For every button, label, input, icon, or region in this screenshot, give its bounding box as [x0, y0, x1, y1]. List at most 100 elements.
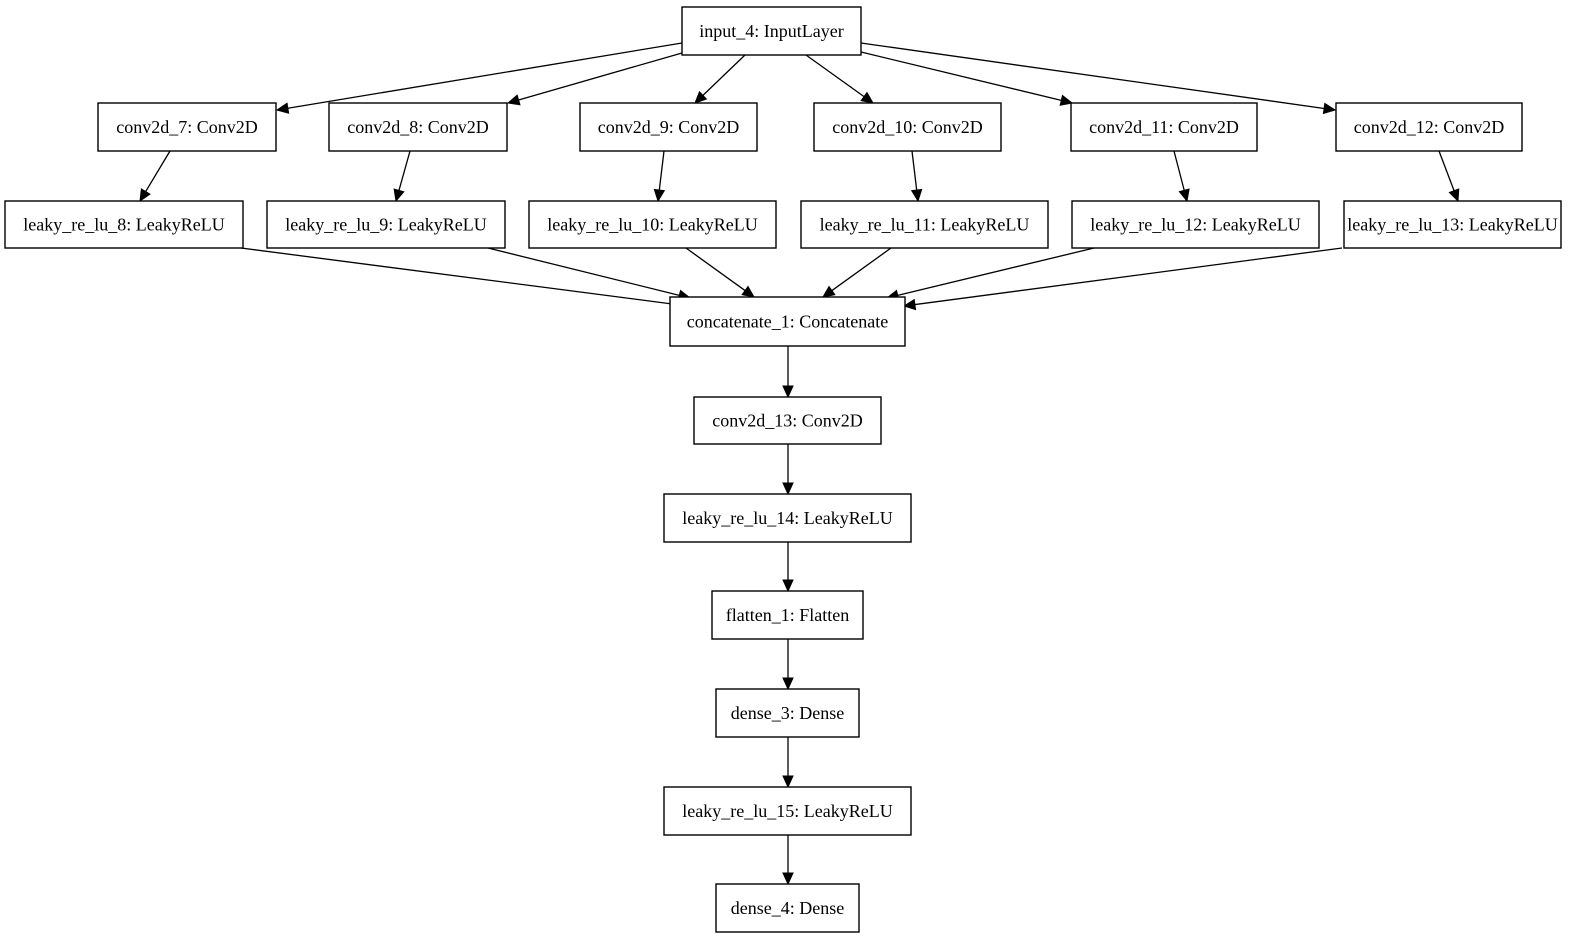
arrowhead	[860, 91, 874, 104]
node-box	[579, 102, 758, 152]
node-box	[4, 200, 244, 249]
node-label: conv2d_11: Conv2D	[1089, 117, 1239, 137]
edge-line	[685, 247, 746, 292]
node-box	[711, 590, 864, 640]
node-conv2d-7: conv2d_7: Conv2D	[97, 102, 277, 152]
node-box	[266, 200, 506, 249]
node-label: leaky_re_lu_11: LeakyReLU	[820, 215, 1030, 235]
edge-line	[398, 150, 411, 191]
arrowhead	[902, 298, 917, 311]
node-label: leaky_re_lu_9: LeakyReLU	[285, 215, 486, 235]
node-box	[1070, 102, 1258, 152]
arrowhead	[1322, 102, 1337, 115]
node-label: conv2d_12: Conv2D	[1354, 117, 1505, 137]
arrowhead	[782, 385, 794, 399]
edge-leaky_re_lu_10-to-concatenate_1	[685, 247, 755, 298]
arrowhead	[741, 285, 755, 298]
edge-line	[287, 42, 683, 109]
arrowhead	[275, 102, 290, 114]
node-box	[97, 102, 277, 152]
edge-conv2d_9-to-leaky_re_lu_10	[653, 150, 666, 203]
node-leaky-re-lu-11: leaky_re_lu_11: LeakyReLU	[800, 200, 1049, 249]
edge-dense_3-to-leaky_re_lu_15	[782, 737, 794, 789]
node-leaky-re-lu-10: leaky_re_lu_10: LeakyReLU	[528, 200, 777, 249]
node-conv2d-8: conv2d_8: Conv2D	[328, 102, 508, 152]
arrowhead	[1448, 188, 1460, 203]
arrowhead	[782, 872, 794, 886]
edge-line	[487, 247, 680, 296]
arrowhead	[393, 188, 405, 203]
node-label: dense_3: Dense	[731, 703, 844, 723]
edge-concatenate_1-to-conv2d_13	[782, 346, 794, 399]
node-box	[328, 102, 508, 152]
edge-leaky_re_lu_15-to-dense_4	[782, 835, 794, 886]
edge-leaky_re_lu_14-to-flatten_1	[782, 542, 794, 593]
node-conv2d-9: conv2d_9: Conv2D	[579, 102, 758, 152]
arrowhead	[653, 188, 666, 203]
node-label: conv2d_10: Conv2D	[832, 117, 983, 137]
edge-input_4-to-conv2d_11	[860, 51, 1074, 106]
node-box	[693, 396, 882, 445]
node-label: leaky_re_lu_13: LeakyReLU	[1347, 215, 1557, 235]
node-box	[528, 200, 777, 249]
node-label: leaky_re_lu_14: LeakyReLU	[682, 508, 892, 528]
node-box	[663, 786, 912, 836]
edge-conv2d_8-to-leaky_re_lu_9	[393, 150, 411, 203]
node-box	[1071, 200, 1320, 249]
node-conv2d-10: conv2d_10: Conv2D	[813, 102, 1002, 152]
edge-flatten_1-to-dense_3	[782, 639, 794, 691]
node-conv2d-11: conv2d_11: Conv2D	[1070, 102, 1258, 152]
node-box	[1343, 200, 1562, 249]
node-label: conv2d_9: Conv2D	[598, 117, 740, 137]
edge-line	[518, 52, 683, 101]
node-conv2d-13: conv2d_13: Conv2D	[693, 396, 882, 445]
node-label: input_4: InputLayer	[699, 21, 843, 41]
node-input-4: input_4: InputLayer	[681, 6, 862, 56]
node-conv2d-12: conv2d_12: Conv2D	[1335, 102, 1523, 152]
edge-input_4-to-conv2d_8	[506, 52, 683, 106]
edge-input_4-to-conv2d_7	[275, 42, 683, 114]
arrowhead	[782, 482, 794, 496]
edge-line	[860, 42, 1325, 110]
edges-layer	[139, 42, 1460, 886]
node-leaky-re-lu-15: leaky_re_lu_15: LeakyReLU	[663, 786, 912, 836]
node-leaky-re-lu-8: leaky_re_lu_8: LeakyReLU	[4, 200, 244, 249]
node-label: conv2d_8: Conv2D	[347, 117, 489, 137]
node-label: dense_4: Dense	[731, 898, 844, 918]
node-flatten-1: flatten_1: Flatten	[711, 590, 864, 640]
edge-line	[658, 150, 665, 191]
edge-leaky_re_lu_11-to-concatenate_1	[822, 247, 892, 298]
node-box	[681, 6, 862, 56]
node-dense-3: dense_3: Dense	[715, 688, 860, 738]
edge-conv2d_13-to-leaky_re_lu_14	[782, 444, 794, 496]
edge-line	[805, 54, 865, 98]
node-label: flatten_1: Flatten	[726, 605, 849, 625]
arrowhead	[1059, 94, 1074, 106]
edge-line	[702, 54, 746, 96]
edge-input_4-to-conv2d_12	[860, 42, 1337, 115]
arrowhead	[1178, 188, 1190, 203]
edge-leaky_re_lu_12-to-concatenate_1	[885, 247, 1095, 301]
edge-leaky_re_lu_8-to-concatenate_1	[240, 247, 690, 311]
edge-line	[1173, 150, 1185, 191]
edge-line	[1438, 150, 1455, 191]
edge-conv2d_11-to-leaky_re_lu_12	[1173, 150, 1190, 203]
node-box	[1335, 102, 1523, 152]
edge-leaky_re_lu_9-to-concatenate_1	[487, 247, 692, 301]
node-label: concatenate_1: Concatenate	[687, 312, 888, 332]
node-box	[800, 200, 1049, 249]
arrowhead	[506, 94, 521, 106]
edge-input_4-to-conv2d_10	[805, 54, 874, 104]
arrowhead	[139, 188, 151, 203]
edge-line	[897, 247, 1095, 297]
edge-conv2d_10-to-leaky_re_lu_11	[910, 150, 923, 203]
arrowhead	[782, 775, 794, 789]
arrowhead	[910, 188, 923, 203]
nodes-layer: input_4: InputLayer conv2d_7: Conv2D conv2…	[4, 6, 1562, 933]
edge-line	[240, 247, 678, 306]
arrowhead	[822, 285, 836, 298]
edge-line	[914, 247, 1343, 306]
node-leaky-re-lu-12: leaky_re_lu_12: LeakyReLU	[1071, 200, 1320, 249]
node-dense-4: dense_4: Dense	[715, 883, 860, 933]
